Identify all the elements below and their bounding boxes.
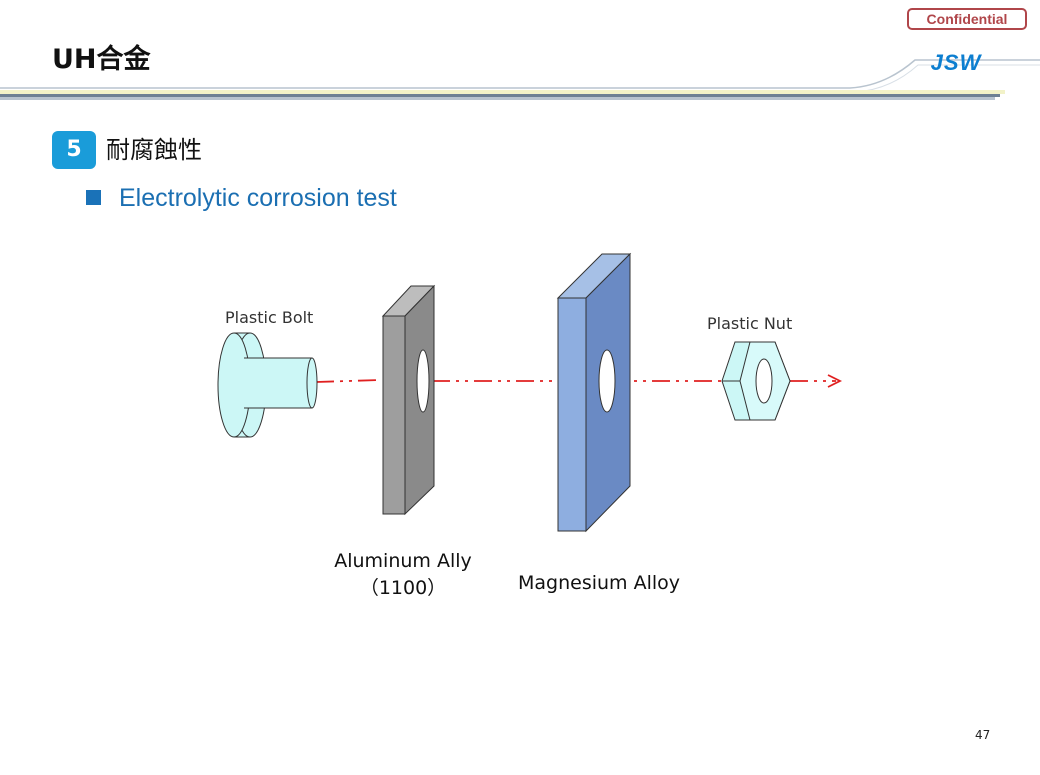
- label-magnesium: Magnesium Alloy: [518, 572, 681, 594]
- section-number-badge: 5: [52, 131, 96, 169]
- page-number: 47: [975, 728, 991, 742]
- header-swoosh: [0, 59, 1040, 100]
- label-aluminum-line1: Aluminum Ally: [334, 550, 472, 572]
- label-plastic-bolt: Plastic Bolt: [225, 308, 314, 327]
- jsw-logo: JSW: [930, 50, 982, 75]
- magnesium-plate: [556, 252, 632, 533]
- plastic-bolt: [217, 332, 318, 438]
- confidential-badge: Confidential: [907, 8, 1027, 30]
- plastic-nut: [721, 341, 791, 421]
- bullet-square-icon: [86, 190, 101, 205]
- assembly-axis-line: [315, 379, 836, 383]
- aluminum-plate: [381, 284, 436, 516]
- section-title: 耐腐蝕性: [106, 136, 202, 164]
- label-aluminum: Aluminum Ally （1100）: [333, 548, 473, 602]
- label-aluminum-line2: （1100）: [359, 577, 447, 599]
- bullet-text: Electrolytic corrosion test: [119, 184, 397, 212]
- label-plastic-nut: Plastic Nut: [707, 314, 793, 333]
- axis-arrowhead: [827, 374, 843, 388]
- page-title: UH合金: [52, 44, 151, 75]
